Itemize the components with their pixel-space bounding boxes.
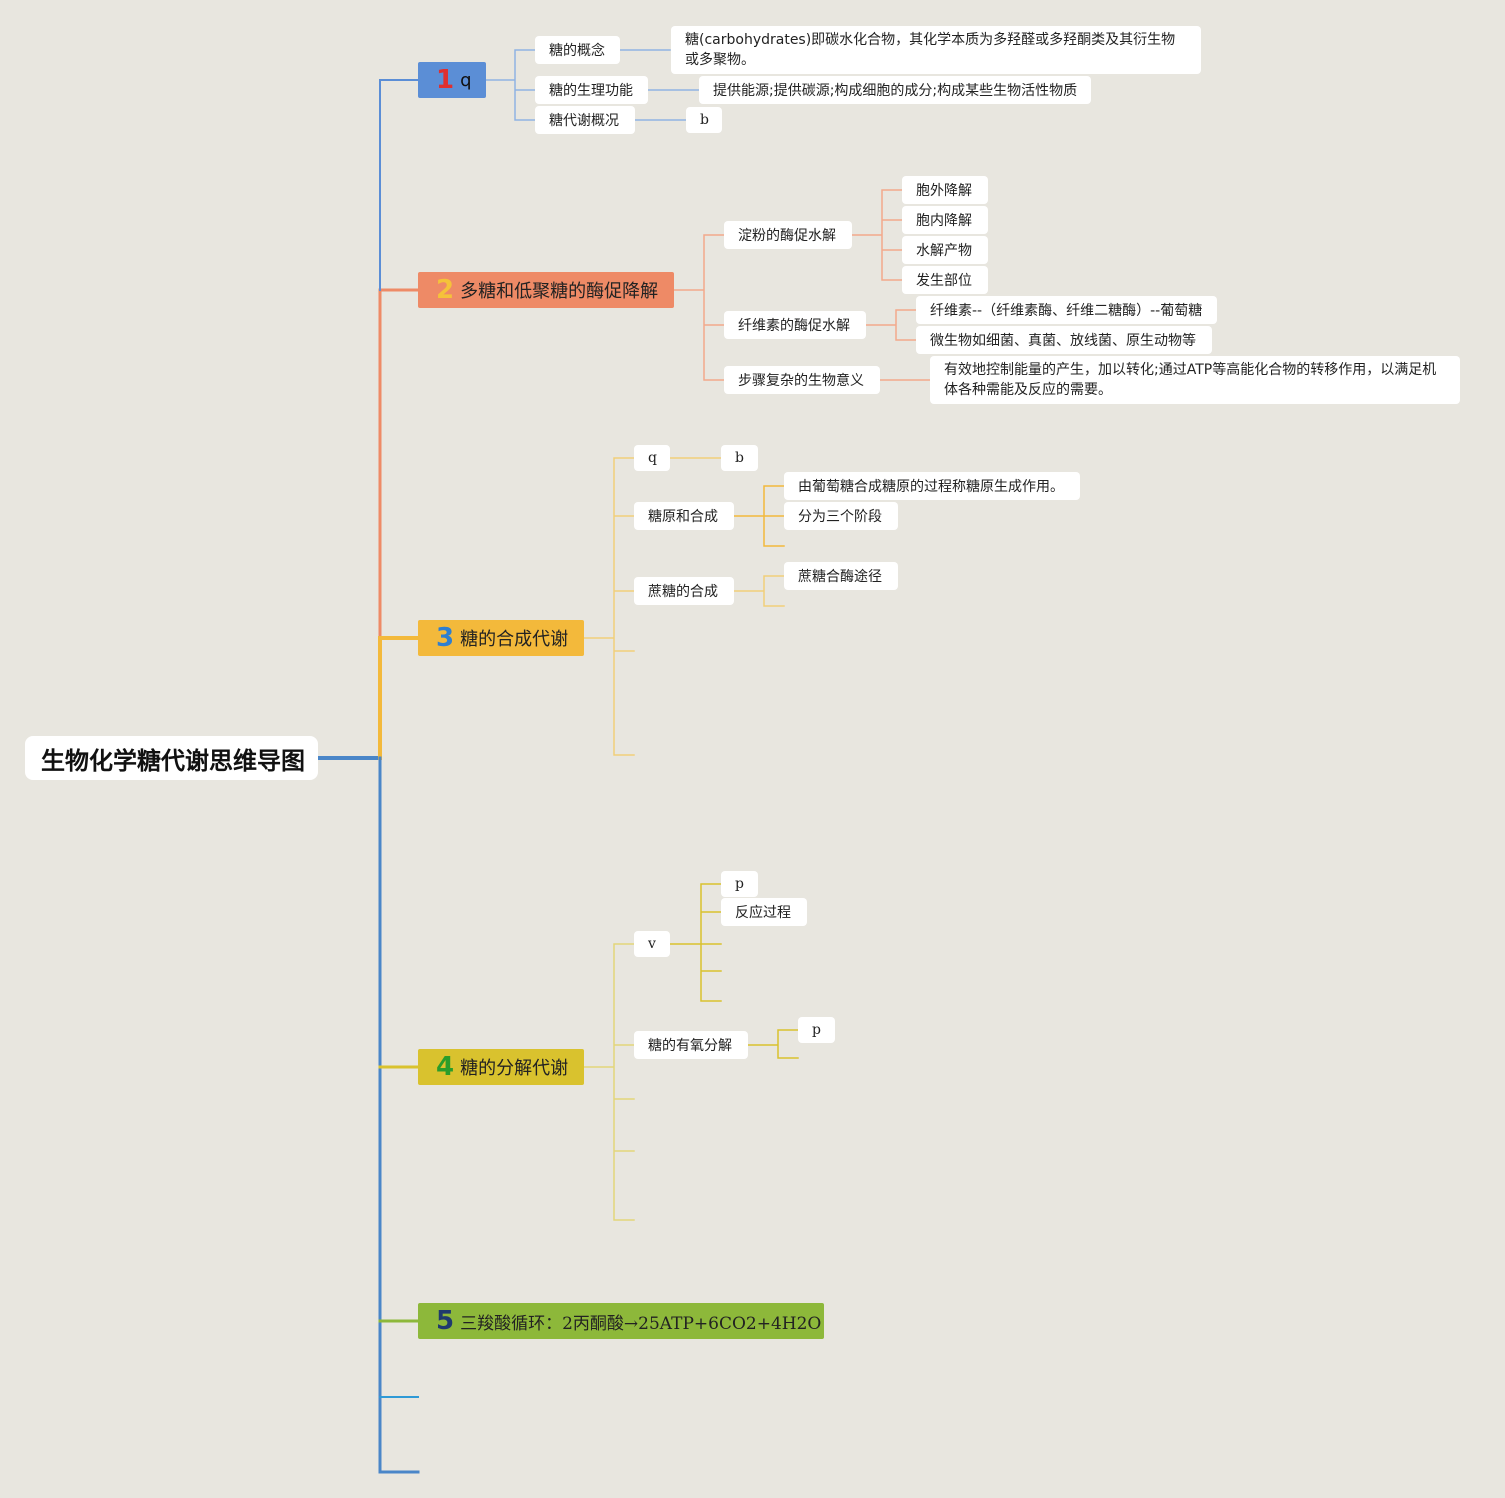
branch-2-sub-2-leaf-1[interactable]: 纤维素--（纤维素酶、纤维二糖酶）--葡萄糖 (916, 296, 1217, 324)
branch-4-sub-1-leaf-1-text: p (735, 876, 744, 892)
branch-4-node[interactable]: 4 糖的分解代谢 (418, 1049, 584, 1085)
branch-2-sub-1-leaf-1-text: 胞外降解 (916, 183, 972, 199)
branch-1-sub-3-label: 糖代谢概况 (549, 113, 619, 129)
branch-3-sub-2-leaf-2-text: 分为三个阶段 (798, 509, 882, 525)
branch-2-sub-1-leaf-3[interactable]: 水解产物 (902, 236, 988, 264)
branch-3-number: 3 (436, 623, 455, 653)
branch-3-sub-1-leaf-1[interactable]: b (721, 445, 758, 471)
branch-2-sub-3[interactable]: 步骤复杂的生物意义 (724, 366, 880, 394)
branch-3-sub-3-leaf-1-text: 蔗糖合酶途径 (798, 569, 882, 585)
branch-3-node[interactable]: 3 糖的合成代谢 (418, 620, 584, 656)
branch-3-sub-1-label: q (648, 450, 657, 466)
branch-3-sub-2[interactable]: 糖原和合成 (634, 502, 734, 530)
branch-2-sub-3-leaf-1[interactable]: 有效地控制能量的产生，加以转化;通过ATP等高能化合物的转移作用，以满足机体各种… (930, 356, 1460, 404)
branch-1-sub-1[interactable]: 糖的概念 (535, 36, 620, 64)
branch-1-sub-3-leaf-1-text: b (700, 112, 709, 128)
branch-4-number: 4 (436, 1052, 455, 1082)
branch-2-sub-2-leaf-2[interactable]: 微生物如细菌、真菌、放线菌、原生动物等 (916, 326, 1212, 354)
branch-3-sub-3[interactable]: 蔗糖的合成 (634, 577, 734, 605)
branch-1-sub-1-leaf-1[interactable]: 糖(carbohydrates)即碳水化合物，其化学本质为多羟醛或多羟酮类及其衍… (671, 26, 1201, 74)
branch-4-sub-1-leaf-2[interactable]: 反应过程 (721, 898, 807, 926)
branch-2-sub-1-leaf-2-text: 胞内降解 (916, 213, 972, 229)
branch-3-sub-2-leaf-2[interactable]: 分为三个阶段 (784, 502, 898, 530)
branch-1-sub-1-leaf-1-text: 糖(carbohydrates)即碳水化合物，其化学本质为多羟醛或多羟酮类及其衍… (685, 32, 1176, 68)
root-node[interactable]: 生物化学糖代谢思维导图 (25, 736, 318, 780)
branch-4-sub-2[interactable]: 糖的有氧分解 (634, 1031, 748, 1059)
branch-3-sub-3-label: 蔗糖的合成 (648, 584, 718, 600)
branch-1-label: q (460, 69, 472, 91)
branch-1-sub-2-leaf-1[interactable]: 提供能源;提供碳源;构成细胞的成分;构成某些生物活性物质 (699, 76, 1091, 104)
branch-4-sub-1-leaf-2-text: 反应过程 (735, 905, 791, 921)
branch-2-sub-2-leaf-1-text: 纤维素--（纤维素酶、纤维二糖酶）--葡萄糖 (930, 303, 1203, 319)
branch-2-sub-1[interactable]: 淀粉的酶促水解 (724, 221, 852, 249)
branch-1-number: 1 (436, 65, 455, 95)
branch-4-sub-1-leaf-1[interactable]: p (721, 871, 758, 897)
branch-2-sub-1-leaf-2[interactable]: 胞内降解 (902, 206, 988, 234)
branch-4-sub-1[interactable]: v (634, 931, 670, 957)
branch-2-sub-1-label: 淀粉的酶促水解 (738, 228, 836, 244)
branch-5-number: 5 (436, 1306, 455, 1336)
branch-2-sub-1-leaf-1[interactable]: 胞外降解 (902, 176, 988, 204)
branch-2-sub-2-label: 纤维素的酶促水解 (738, 318, 850, 334)
branch-2-sub-3-leaf-1-text: 有效地控制能量的产生，加以转化;通过ATP等高能化合物的转移作用，以满足机体各种… (944, 362, 1437, 398)
branch-2-sub-1-leaf-4[interactable]: 发生部位 (902, 266, 988, 294)
branch-4-sub-2-leaf-1-text: p (812, 1022, 821, 1038)
branch-2-sub-1-leaf-4-text: 发生部位 (916, 273, 972, 289)
branch-3-sub-2-leaf-1[interactable]: 由葡萄糖合成糖原的过程称糖原生成作用。 (784, 472, 1080, 500)
root-title: 生物化学糖代谢思维导图 (41, 746, 305, 775)
branch-1-sub-2[interactable]: 糖的生理功能 (535, 76, 648, 104)
branch-1-sub-3-leaf-1[interactable]: b (686, 107, 722, 133)
branch-1-sub-2-label: 糖的生理功能 (549, 83, 633, 99)
branch-1-sub-3[interactable]: 糖代谢概况 (535, 106, 635, 134)
branch-5-node[interactable]: 5 三羧酸循环：2丙酮酸→25ATP+6CO2+4H2O (418, 1303, 824, 1339)
branch-5-label: 三羧酸循环：2丙酮酸→25ATP+6CO2+4H2O (460, 1313, 822, 1334)
branch-4-sub-2-label: 糖的有氧分解 (648, 1038, 732, 1054)
branch-2-sub-2-leaf-2-text: 微生物如细菌、真菌、放线菌、原生动物等 (930, 333, 1196, 349)
branch-2-node[interactable]: 2 多糖和低聚糖的酶促降解 (418, 272, 674, 308)
branch-2-sub-3-label: 步骤复杂的生物意义 (738, 373, 864, 389)
branch-3-sub-1[interactable]: q (634, 445, 670, 471)
branch-2-number: 2 (436, 275, 455, 305)
branch-3-sub-3-leaf-1[interactable]: 蔗糖合酶途径 (784, 562, 898, 590)
branch-3-sub-2-label: 糖原和合成 (648, 509, 718, 525)
branch-1-sub-1-label: 糖的概念 (549, 43, 605, 59)
branch-4-label: 糖的分解代谢 (460, 1058, 569, 1079)
branch-2-sub-1-leaf-3-text: 水解产物 (916, 243, 972, 259)
branch-4-sub-2-leaf-1[interactable]: p (798, 1017, 835, 1043)
branch-2-label: 多糖和低聚糖的酶促降解 (460, 281, 659, 302)
branch-3-sub-2-leaf-1-text: 由葡萄糖合成糖原的过程称糖原生成作用。 (798, 479, 1064, 495)
branch-1-sub-2-leaf-1-text: 提供能源;提供碳源;构成细胞的成分;构成某些生物活性物质 (713, 83, 1078, 99)
branch-3-label: 糖的合成代谢 (460, 629, 569, 650)
branch-4-sub-1-label: v (648, 936, 656, 952)
branch-3-sub-1-leaf-1-text: b (735, 450, 744, 466)
branch-2-sub-2[interactable]: 纤维素的酶促水解 (724, 311, 866, 339)
branch-1-node[interactable]: 1 q (418, 62, 486, 98)
